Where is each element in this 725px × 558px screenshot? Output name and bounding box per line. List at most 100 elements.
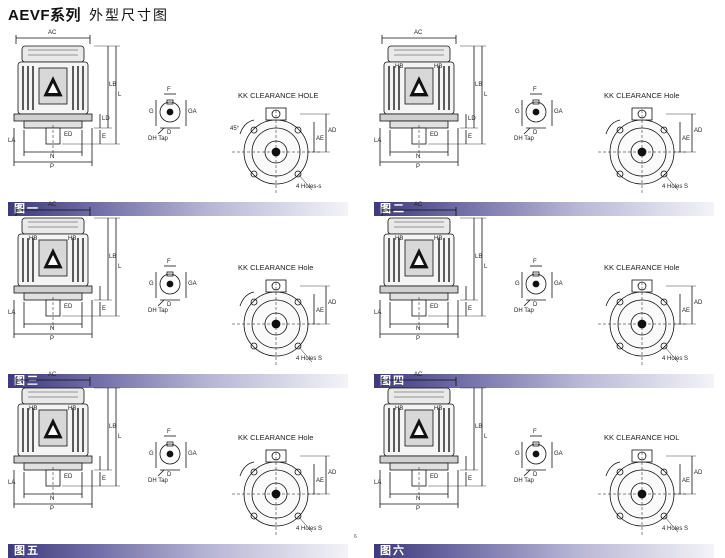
flange-end-view (232, 449, 330, 536)
dim-l-label: L (484, 434, 488, 440)
dim-ga-label: GA (554, 281, 563, 287)
dim-lb-label: LB (109, 424, 117, 430)
dim-f-label: F (167, 259, 171, 265)
holes-label: 4 Holes S (296, 356, 323, 362)
figure-drawing (379, 207, 696, 366)
dim-ac-label: AC (414, 202, 423, 208)
figure-drawing (379, 35, 696, 194)
shaft-end-view (155, 265, 187, 307)
motor-side-view (13, 35, 120, 166)
motor-side-view (379, 207, 486, 338)
dim-ae-label: AE (316, 308, 325, 314)
dim-p-label: P (50, 506, 55, 512)
dim-e-label: E (102, 476, 107, 482)
dim-ga-label: GA (554, 109, 563, 115)
kk-clearance-label: KK CLEARANCE Hole (604, 263, 680, 272)
kk-clearance-label: KK CLEARANCE Hole (238, 433, 314, 442)
page-title: AEVF系列外型尺寸图 (8, 4, 169, 25)
figure-caption-bar: 图三 (8, 374, 348, 388)
holes-label: 4 Holes-s (296, 184, 322, 190)
dim-la-label: LA (8, 138, 16, 144)
dim-lb-label: LB (109, 82, 117, 88)
dim-p-label: P (416, 164, 421, 170)
figure-caption-bar: 图五 (8, 544, 348, 558)
dim-g-label: G (515, 109, 520, 115)
dim-hb-right-label: HB (68, 406, 77, 412)
dim-e-label: E (468, 476, 473, 482)
figure-caption-bar: 图一 (8, 202, 348, 216)
dim-n-label: N (50, 496, 55, 502)
dim-la-label: LA (374, 310, 382, 316)
dim-ad-label: AD (694, 128, 703, 134)
dim-ga-label: GA (188, 451, 197, 457)
motor-side-view (379, 35, 486, 166)
dim-d-label: D (167, 130, 172, 136)
dim-lb-label: LB (475, 424, 483, 430)
dim-ac-label: AC (414, 30, 423, 36)
model-name: AEVF系列 (8, 7, 82, 24)
dim-hb-right-label: HB (434, 64, 443, 70)
dim-ae-label: AE (682, 136, 691, 142)
motor-side-view (13, 377, 120, 508)
dh-tap-label: DH Tap (148, 136, 168, 142)
dh-tap-label: DH Tap (514, 136, 534, 142)
dh-tap-label: DH Tap (148, 478, 168, 484)
holes-label: 4 Holes S (296, 526, 323, 532)
figure-caption-bar: 图六 (374, 544, 714, 558)
angle-label: 45° (230, 126, 240, 132)
dim-la-label: LA (374, 138, 382, 144)
figure-caption-bar: 图四 (374, 374, 714, 388)
figure-drawing (13, 207, 330, 366)
flange-end-view (598, 279, 696, 366)
flange-end-view (232, 107, 330, 194)
kk-clearance-label: KK CLEARANCE Hole (604, 91, 680, 100)
kk-clearance-label: KK CLEARANCE HOL (604, 433, 680, 442)
shaft-end-view (521, 435, 553, 477)
shaft-end-view (155, 93, 187, 135)
dim-d-label: D (533, 130, 538, 136)
dim-ae-label: AE (682, 478, 691, 484)
dim-hb-left-label: HB (29, 406, 38, 412)
dim-d-label: D (167, 302, 172, 308)
figure-caption-bar: 图二 (374, 202, 714, 216)
page-subtitle: 外型尺寸图 (89, 7, 170, 23)
dim-g-label: G (149, 451, 154, 457)
dim-ac-label: AC (414, 372, 423, 378)
dim-d-label: D (533, 302, 538, 308)
dim-n-label: N (50, 326, 55, 332)
dim-n-label: N (416, 326, 421, 332)
flange-end-view (232, 279, 330, 366)
dh-tap-label: DH Tap (514, 478, 534, 484)
holes-label: 4 Holes S (662, 526, 689, 532)
dim-hb-left-label: HB (395, 406, 404, 412)
dim-e-label: E (468, 134, 473, 140)
holes-label: 4 Holes S (662, 356, 689, 362)
dim-ed-label: ED (64, 132, 73, 138)
dim-ga-label: GA (188, 109, 197, 115)
dim-la-label: LA (374, 480, 382, 486)
dim-hb-left-label: HB (395, 64, 404, 70)
dim-f-label: F (167, 429, 171, 435)
dim-g-label: G (149, 281, 154, 287)
dim-e-label: E (102, 306, 107, 312)
dim-la-label: LA (8, 310, 16, 316)
dim-ac-label: AC (48, 202, 57, 208)
dim-hb-right-label: HB (434, 236, 443, 242)
dim-lb-label: LB (109, 254, 117, 260)
dim-l-label: L (118, 264, 122, 270)
page-number: 6 (354, 534, 357, 540)
dim-ed-label: ED (430, 304, 439, 310)
kk-clearance-label: KK CLEARANCE HOLE (238, 91, 319, 100)
dim-f-label: F (533, 429, 537, 435)
dim-g-label: G (149, 109, 154, 115)
shaft-end-view (155, 435, 187, 477)
dim-ga-label: GA (188, 281, 197, 287)
dim-l-label: L (484, 92, 488, 98)
dim-n-label: N (416, 154, 421, 160)
dim-p-label: P (416, 336, 421, 342)
dim-ed-label: ED (430, 132, 439, 138)
dim-l-label: L (118, 434, 122, 440)
kk-clearance-label: KK CLEARANCE Hole (238, 263, 314, 272)
dim-ae-label: AE (316, 478, 325, 484)
dh-tap-label: DH Tap (514, 308, 534, 314)
